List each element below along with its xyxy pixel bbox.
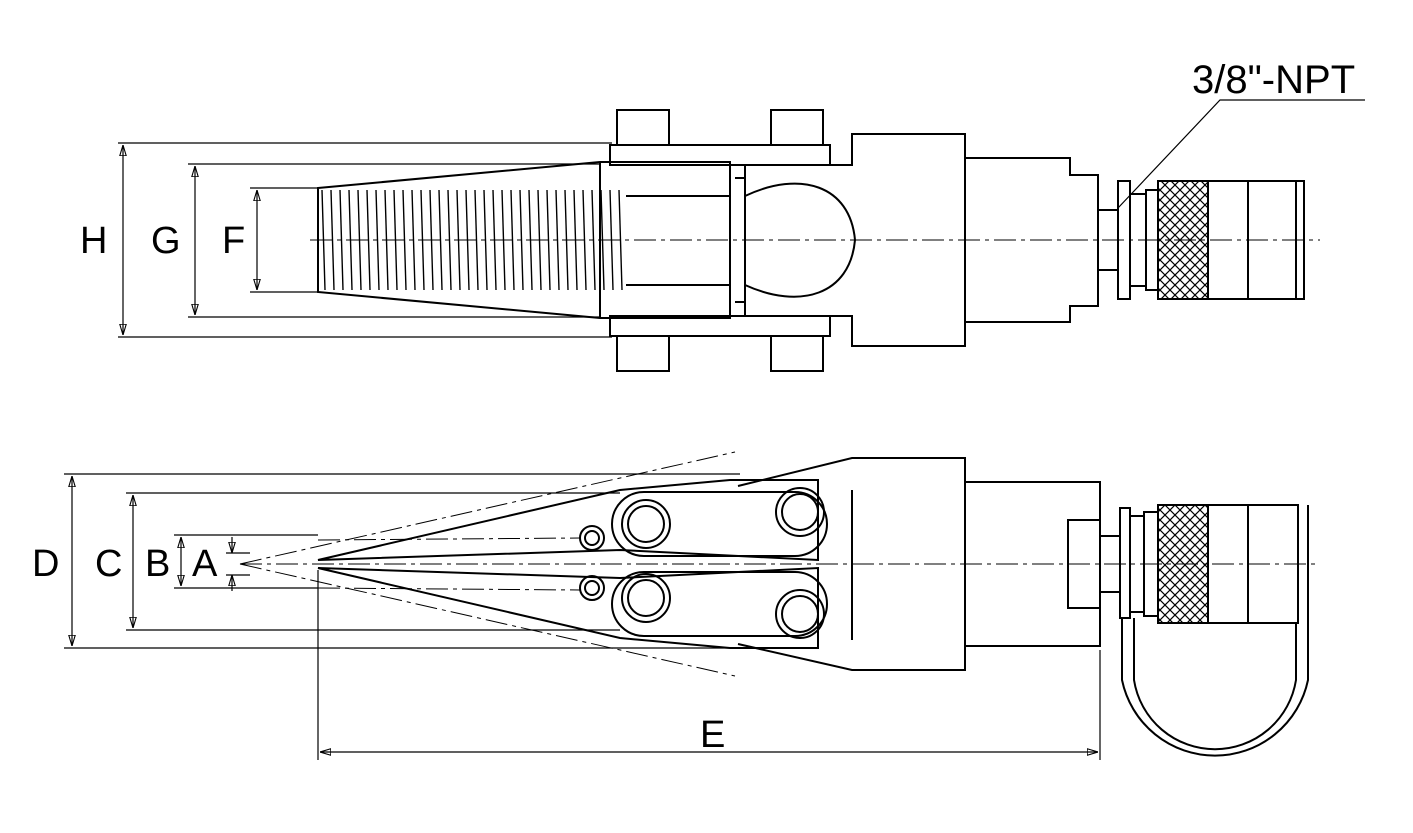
lower-plate <box>609 315 831 337</box>
top-bolt-head-2 <box>770 109 824 146</box>
dim-label-d: D <box>32 543 60 585</box>
thread-tooth <box>474 189 479 291</box>
bottom-bolt-head-1 <box>616 335 670 372</box>
thread-tooth <box>510 189 515 291</box>
top-bolt-head-1 <box>616 109 670 146</box>
dim-label-g: G <box>151 220 181 262</box>
bottom-centerlines <box>239 451 1320 677</box>
dim-label-h: H <box>80 220 108 262</box>
npt-port-label: 3/8"-NPT <box>1192 58 1356 102</box>
thread-tooth <box>366 189 371 291</box>
thread-tooth <box>618 189 623 291</box>
upper-link <box>611 491 828 557</box>
bottom-view <box>317 457 1309 757</box>
dim-label-a: A <box>192 543 218 585</box>
thread-tooth <box>582 189 587 291</box>
rear-housing <box>965 157 1099 323</box>
thread-tooth <box>447 189 452 291</box>
dim-label-b: B <box>145 543 171 585</box>
dim-label-c: C <box>95 543 123 585</box>
upper-jaw <box>317 479 819 562</box>
dim-label-e: E <box>700 714 726 756</box>
thread-tooth <box>591 189 596 291</box>
thread-tooth <box>519 189 524 291</box>
bottom-bolt-head-2 <box>770 335 824 372</box>
top-dimensions <box>118 99 1365 338</box>
dim-label-f: F <box>222 220 246 262</box>
bottom-dimensions <box>64 473 1101 760</box>
lower-jaw <box>317 566 819 649</box>
thread-envelope <box>317 161 731 319</box>
thread-tooth <box>402 189 407 291</box>
dust-cap-strap <box>1121 505 1309 757</box>
lower-link <box>611 571 828 637</box>
thread-tooth <box>546 189 551 291</box>
thread-tooth <box>483 189 488 291</box>
thread-tooth <box>411 189 416 291</box>
thread-tooth <box>438 189 443 291</box>
thread-tooth <box>555 189 560 291</box>
upper-plate <box>609 144 831 166</box>
thread-tooth <box>330 189 335 291</box>
npt-leader <box>1117 99 1365 209</box>
thread-tooth <box>339 189 344 291</box>
thread-tooth <box>375 189 380 291</box>
